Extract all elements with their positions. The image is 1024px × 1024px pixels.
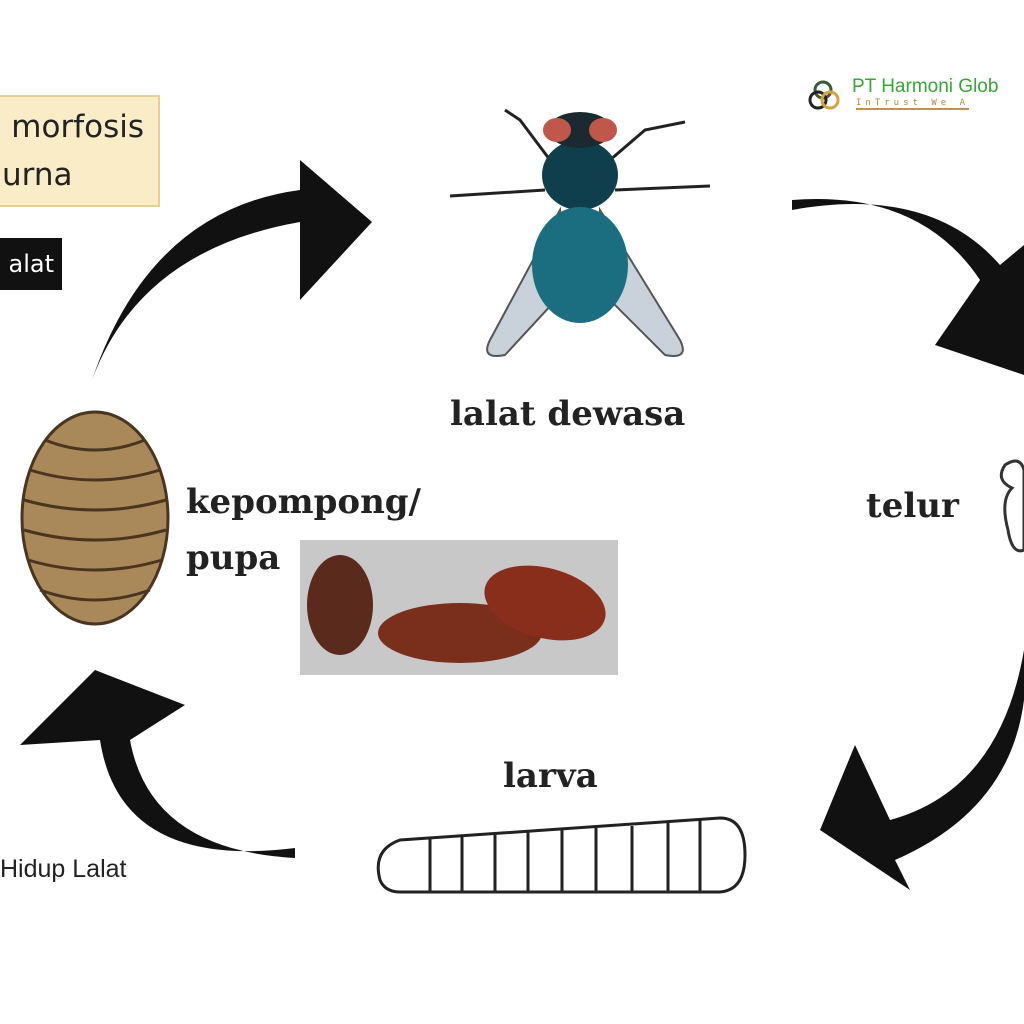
logo-name: PT Harmoni Glob bbox=[852, 76, 999, 97]
title-box: morfosis urna bbox=[0, 95, 160, 207]
logo-tagline: InTrust We A bbox=[856, 98, 970, 110]
label-pupa-line-1: kepompong/ bbox=[186, 482, 421, 522]
title-line-2: urna bbox=[2, 157, 73, 193]
arrow-pupa-to-adult bbox=[92, 160, 372, 380]
pupa-photo bbox=[300, 540, 618, 675]
arrow-larva-to-pupa bbox=[20, 670, 295, 858]
subtitle-tag: alat bbox=[0, 238, 62, 290]
title-line-1: morfosis bbox=[11, 109, 144, 145]
pupa-illustration bbox=[20, 410, 170, 626]
egg-illustration bbox=[999, 459, 1024, 553]
label-egg: telur bbox=[866, 486, 959, 526]
larva-illustration bbox=[376, 816, 747, 894]
label-larva: larva bbox=[503, 756, 598, 796]
label-pupa-line-2: pupa bbox=[186, 538, 281, 578]
arrow-adult-to-egg bbox=[792, 199, 1024, 375]
arrow-egg-to-larva bbox=[820, 650, 1024, 890]
logo-icon bbox=[808, 80, 840, 110]
adult-fly-illustration bbox=[449, 108, 711, 357]
footer-caption: Hidup Lalat bbox=[0, 855, 127, 883]
label-adult-fly: lalat dewasa bbox=[450, 394, 686, 434]
